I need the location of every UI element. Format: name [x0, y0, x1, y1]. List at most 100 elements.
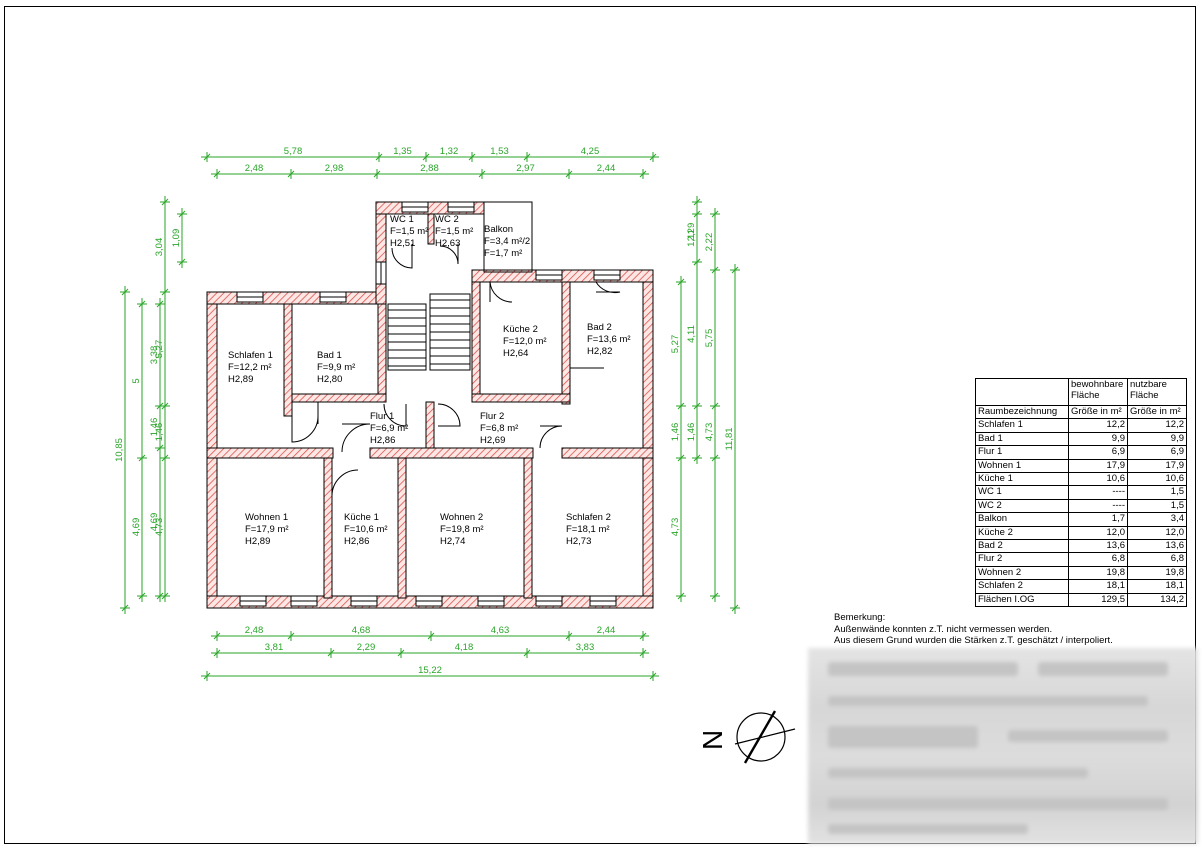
dimension-label: 4,73 — [670, 518, 681, 537]
room-name: Schlafen 2 — [566, 512, 611, 523]
room-name: Flur 2 — [480, 411, 504, 422]
wall-flur2-kueche2-south — [471, 393, 571, 403]
remarks: Bemerkung: Außenwände konnten z.T. nicht… — [834, 612, 1113, 647]
room-area: F=17,9 m² — [245, 524, 289, 535]
table-cell-habitable: 10,6 — [1068, 472, 1128, 487]
table-cell-usable: 6,8 — [1127, 552, 1187, 567]
dimension-label: 2,97 — [516, 163, 535, 174]
sheet-frame — [4, 6, 1196, 844]
dimension-label: 15,22 — [418, 665, 442, 676]
north-label: N — [697, 730, 728, 750]
table-cell-room: Küche 1 — [975, 472, 1069, 487]
remarks-title: Bemerkung: — [834, 612, 886, 623]
wall-stair-column — [375, 201, 387, 305]
table-cell-usable: 13,6 — [1127, 539, 1187, 554]
dimension-label: 1,46 — [670, 423, 681, 442]
table-cell-room: WC 1 — [975, 485, 1069, 500]
table-cell-usable: 17,9 — [1127, 458, 1187, 474]
dimension-label: 3,38 — [149, 346, 160, 365]
room-area: F=6,9 m² — [370, 423, 408, 434]
room-name: Flur 1 — [370, 411, 394, 422]
wall-corridor-south-right — [561, 447, 654, 459]
dimension-label: 1,09 — [171, 229, 182, 248]
room-area: F=18,1 m² — [566, 524, 610, 535]
dimension-label: 4,73 — [704, 423, 715, 442]
table-cell-habitable: 1,7 — [1068, 512, 1128, 527]
room-height: H2,51 — [390, 238, 415, 249]
table-cell-usable: 1,5 — [1127, 485, 1187, 500]
table-cell-habitable: 12,2 — [1068, 418, 1128, 433]
table-cell-habitable: 12,0 — [1068, 525, 1128, 541]
room-height: H2,89 — [245, 536, 270, 547]
wall-wohnen2-schlafen2 — [523, 457, 533, 599]
dimension-label: 3,81 — [265, 642, 284, 653]
table-cell-usable: 12,2 — [1127, 418, 1187, 433]
room-name: Balkon — [484, 224, 513, 235]
table-cell-usable: 10,6 — [1127, 472, 1187, 487]
dimension-label: 2,29 — [357, 642, 376, 653]
wall-kueche1-wohnen2 — [397, 457, 407, 599]
room-height: H2,86 — [344, 536, 369, 547]
table-cell-room: Schlafen 2 — [975, 579, 1069, 594]
room-name: WC 2 — [435, 214, 459, 225]
table-cell-habitable: 6,9 — [1068, 445, 1128, 460]
table-header-habitable: bewohnbare Fläche — [1068, 378, 1128, 406]
table-header-usable: nutzbare Fläche — [1127, 378, 1187, 406]
dimension-lines — [120, 152, 740, 681]
room-area: F=6,8 m² — [480, 423, 518, 434]
room-name: WC 1 — [390, 214, 414, 225]
dimension-label: 2,44 — [597, 163, 616, 174]
room-height: H2,73 — [566, 536, 591, 547]
redacted-title-block — [808, 648, 1198, 844]
table-cell-habitable: 6,8 — [1068, 552, 1128, 567]
walls — [206, 201, 654, 609]
wall-kueche2-bad2 — [561, 281, 571, 405]
dimension-label: 3,83 — [576, 642, 595, 653]
dimension-label: 2,48 — [245, 625, 264, 636]
room-area: F=19,8 m² — [440, 524, 484, 535]
table-cell-room: Bad 1 — [975, 431, 1069, 447]
table-cell-habitable: 17,9 — [1068, 458, 1128, 474]
dimension-label: 2,29 — [686, 223, 697, 242]
room-area: F=9,9 m² — [317, 362, 355, 373]
room-area: F=12,2 m² — [228, 362, 272, 373]
room-name: Bad 1 — [317, 350, 342, 361]
table-cell-room: Flur 1 — [975, 445, 1069, 460]
dimension-label: 4,25 — [581, 146, 600, 157]
wall-corridor-south — [369, 447, 534, 459]
dimension-label: 4,63 — [491, 625, 510, 636]
table-cell-usable: 12,0 — [1127, 525, 1187, 541]
room-height: H2,69 — [480, 435, 505, 446]
table-cell-usable: 134,2 — [1127, 592, 1187, 608]
room-height: F=1,7 m² — [484, 248, 522, 259]
table-cell-room: Wohnen 1 — [975, 458, 1069, 474]
wall-schlafen1-bad1 — [283, 303, 293, 417]
dimension-label: 1,46 — [149, 418, 160, 437]
staircase — [387, 293, 471, 371]
dimension-label: 4,73 — [154, 518, 165, 537]
dimension-label: 1,32 — [440, 146, 459, 157]
dimension-label: 1,35 — [393, 146, 412, 157]
room-name: Küche 1 — [344, 512, 379, 523]
dimension-label: 5,75 — [704, 329, 715, 348]
dimension-label: 5,27 — [670, 335, 681, 354]
dimension-label: 5,27 — [154, 340, 165, 359]
